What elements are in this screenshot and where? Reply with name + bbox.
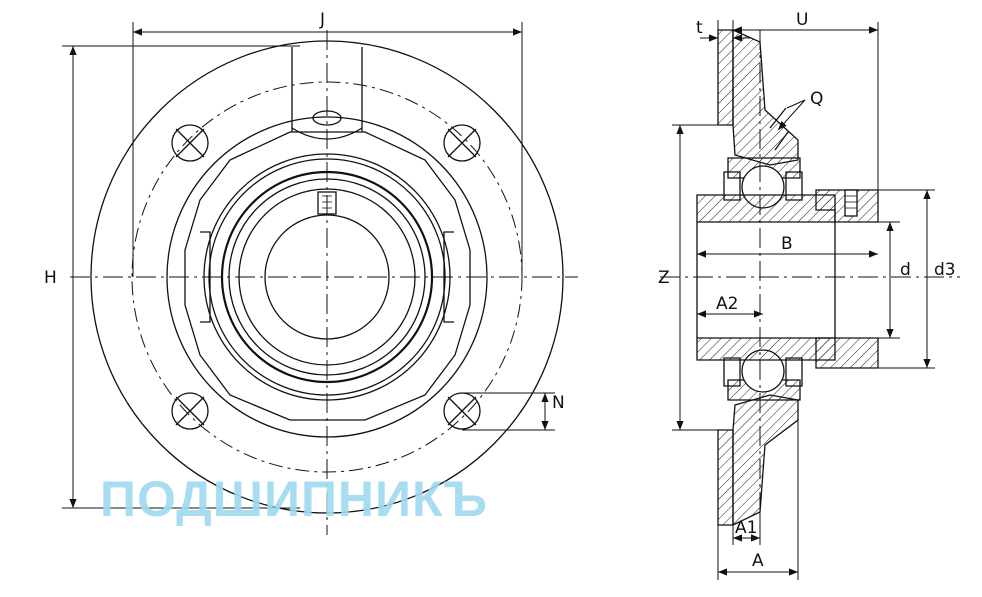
inner-ring-top <box>696 194 836 223</box>
housing-body <box>184 131 471 421</box>
dim-label-u: U <box>796 10 808 30</box>
dim-label-b: B <box>781 234 793 254</box>
dim-label-q: Q <box>810 89 823 109</box>
bolt-hole-br <box>443 392 481 430</box>
boss-sides <box>291 47 363 132</box>
dim-label-z: Z <box>658 268 670 288</box>
dim-label-a2: A2 <box>716 294 738 314</box>
bolt-hole-bl <box>171 392 209 430</box>
bolt-hole-tr <box>443 124 481 162</box>
bolt-hole-tl <box>171 124 209 162</box>
dim-label-d3: d3 <box>934 260 956 280</box>
dim-label-a: A <box>752 551 764 571</box>
inner-ring-bottom <box>696 337 836 361</box>
dim-label-h: H <box>44 268 57 288</box>
side-dimensions <box>672 20 935 580</box>
front-dimensions <box>62 22 555 509</box>
collar-bottom <box>815 337 879 369</box>
dim-label-a1: A1 <box>735 518 757 538</box>
side-view <box>660 28 960 530</box>
watermark: ПОДШИПНИКЪ <box>100 471 488 527</box>
flange-section-top <box>732 28 799 166</box>
dim-label-j: J <box>319 10 325 30</box>
dim-label-n: N <box>552 393 565 413</box>
front-view <box>70 30 578 535</box>
dim-label-d: d <box>900 260 911 280</box>
dim-label-t: t <box>696 18 703 38</box>
flange-section-bottom <box>732 394 799 527</box>
